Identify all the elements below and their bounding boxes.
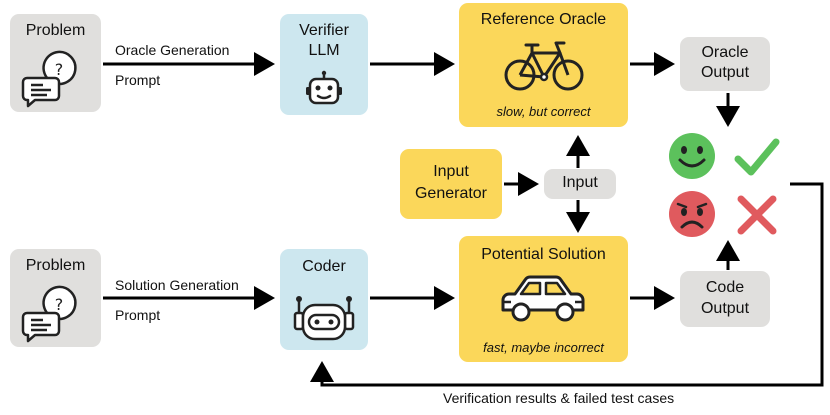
edge-label-oracle-generation: Oracle Generation: [115, 42, 230, 58]
feedback-label: Verification results & failed test cases: [443, 390, 675, 406]
reference-oracle-title: Reference Oracle: [480, 11, 607, 28]
happy-face-icon: [669, 133, 715, 179]
problem-box-bottom: Problem ?: [10, 249, 101, 347]
problem-box-top: Problem ?: [10, 14, 101, 112]
potential-solution-note: fast, maybe incorrect: [483, 340, 604, 355]
problem-bottom-label: Problem: [25, 257, 86, 274]
oracle-output-line2: Output: [700, 64, 750, 81]
oracle-output-box: Oracle Output: [680, 37, 770, 91]
reference-oracle-note: slow, but correct: [496, 104, 591, 119]
edge-label-oracle-prompt: Prompt: [115, 72, 161, 88]
svg-text:?: ?: [55, 295, 64, 314]
check-mark-icon: [734, 138, 780, 176]
oracle-output-line1: Oracle: [701, 44, 749, 61]
robot-icon: [306, 70, 342, 105]
verifier-line1: Verifier: [299, 22, 349, 39]
verifier-llm-box: Verifier LLM: [280, 14, 368, 115]
code-output-line2: Output: [700, 300, 750, 317]
input-generator-line2: Generator: [414, 185, 488, 202]
input-generator-box: Input Generator: [400, 149, 502, 219]
robot-head-icon: [293, 296, 355, 341]
input-box: Input: [544, 169, 616, 199]
cross-mark-icon: [737, 195, 777, 235]
verifier-line2: LLM: [308, 42, 340, 59]
svg-text:?: ?: [55, 60, 64, 79]
sad-face-icon: [669, 191, 715, 237]
chat-question-icon: ?: [21, 285, 77, 343]
car-icon: [501, 275, 585, 322]
input-generator-line1: Input: [433, 163, 469, 180]
coder-box: Coder: [280, 249, 368, 350]
potential-solution-box: Potential Solution fast, maybe incorrect: [459, 236, 628, 362]
code-output-box: Code Output: [680, 271, 770, 327]
coder-label: Coder: [302, 258, 346, 275]
arrow-feedback-loop: [310, 182, 824, 387]
bicycle-icon: [504, 41, 584, 91]
input-label: Input: [562, 174, 598, 191]
chat-question-icon: ?: [21, 50, 77, 108]
potential-solution-title: Potential Solution: [481, 246, 606, 263]
reference-oracle-box: Reference Oracle slow, but correct: [459, 3, 628, 127]
edge-label-solution-generation: Solution Generation: [115, 277, 239, 293]
problem-top-label: Problem: [25, 22, 86, 39]
edge-label-solution-prompt: Prompt: [115, 307, 161, 323]
code-output-line1: Code: [705, 279, 745, 296]
